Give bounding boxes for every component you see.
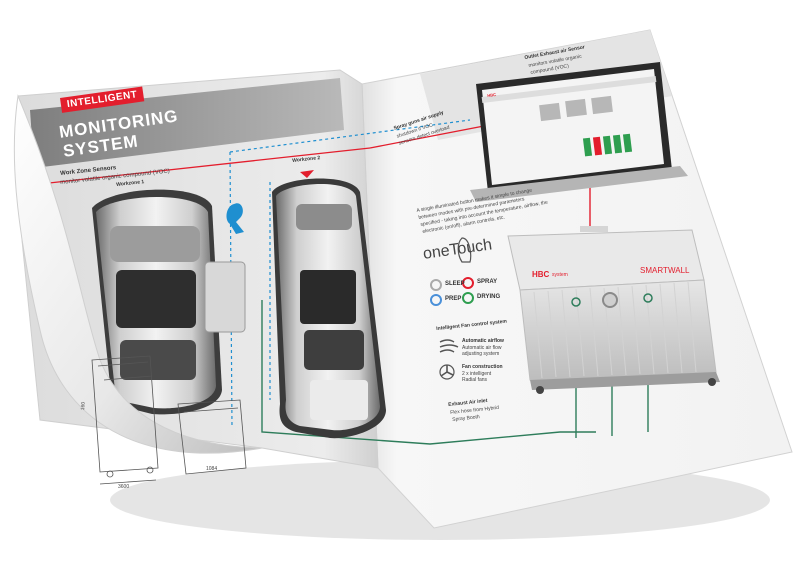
screen-module-3 <box>591 95 613 115</box>
smartwall-wheel-left <box>536 386 544 394</box>
prep-mode-label: PREP <box>445 296 462 302</box>
airflow-desc-1: Automatic air flow <box>462 345 502 351</box>
airflow-icon <box>439 339 459 353</box>
unit-name-1: SMART <box>640 266 668 275</box>
car-1-windshield <box>120 340 196 380</box>
screen-status-red <box>592 136 603 156</box>
sensor-port-1 <box>571 297 581 307</box>
laptop-base <box>470 166 688 202</box>
spray-mode-icon <box>462 277 474 289</box>
car-2-sunroof <box>300 270 356 324</box>
screen-module-2 <box>565 98 587 118</box>
drying-mode-icon <box>462 292 474 304</box>
screen-module-1 <box>539 102 561 122</box>
airflow-desc-2: adjusting system <box>462 351 500 357</box>
screen-logo: HBC <box>487 91 497 98</box>
unit-brand-suffix: system <box>552 272 568 278</box>
spray-mode-label: SPRAY <box>477 279 498 285</box>
fan-construction-desc-2: Radial fans <box>462 377 488 383</box>
touch-hand-icon <box>457 237 472 263</box>
dimension-width-2: 1084 <box>206 466 218 472</box>
sensor-port-2 <box>643 293 653 303</box>
page-curl <box>13 94 263 454</box>
dimension-width-1: 3600 <box>118 484 130 490</box>
car-2-rear-window <box>296 204 352 230</box>
spray-gun-icon <box>226 203 244 234</box>
laptop-screen-header <box>481 76 657 103</box>
smartwall-slats <box>533 281 697 379</box>
smartwall-fan-port <box>602 292 618 308</box>
title-banner <box>30 78 344 168</box>
screen-status-green-3 <box>612 134 623 154</box>
screen-status-green-2 <box>602 135 613 155</box>
smartwall-filter <box>519 279 717 381</box>
sleep-mode-icon <box>430 279 442 291</box>
smartwall-header <box>507 229 705 291</box>
screen-status-green-4 <box>622 133 633 153</box>
car-1-roof-front <box>110 226 200 262</box>
dimension-height: 160 <box>80 401 87 411</box>
technical-drawing <box>91 355 247 485</box>
drying-mode-label: DRYING <box>477 294 501 300</box>
laptop-screen <box>482 69 664 185</box>
airflow-title: Automatic airflow <box>462 338 504 344</box>
unit-brand: HBC <box>532 270 550 279</box>
unit-name-2: WALL <box>668 266 690 275</box>
car-1-sunroof <box>116 270 196 328</box>
fan-construction-title: Fan construction <box>462 364 503 370</box>
fan-icon <box>439 364 455 380</box>
smartwall-wheel-right <box>708 378 716 386</box>
sleep-mode-label: SLEEP <box>445 281 465 287</box>
car-2-windshield <box>304 330 364 370</box>
left-red-line <box>39 147 371 185</box>
workzone-2-marker <box>300 170 314 178</box>
fan-construction-desc-1: 2 x intelligent <box>462 371 492 377</box>
smartwall-base <box>530 372 720 390</box>
prep-mode-icon <box>430 294 442 306</box>
car-2-hood <box>310 380 368 420</box>
smartwall-top-outlet <box>580 226 608 232</box>
spray-cart <box>204 261 246 333</box>
screen-status-green-1 <box>582 137 593 157</box>
